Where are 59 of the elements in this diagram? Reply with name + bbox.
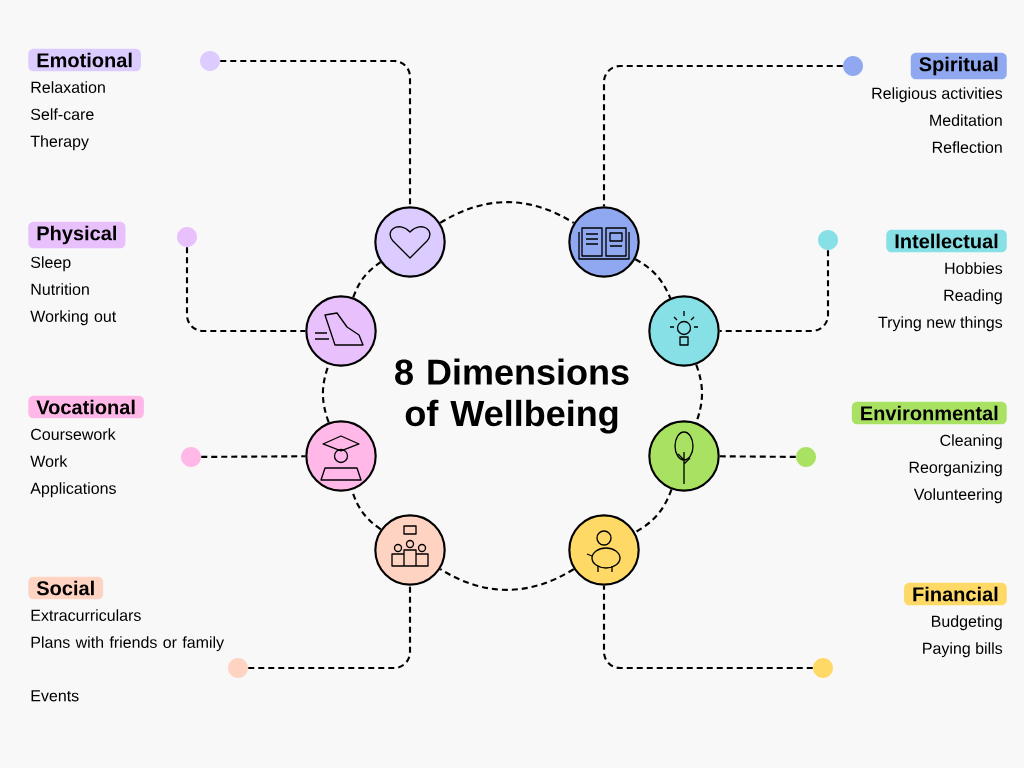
icon-circle (568, 206, 640, 278)
icon-circle (305, 420, 377, 492)
dot (843, 56, 863, 76)
list-item: Meditation (930, 114, 1002, 126)
dashed-connector (634, 489, 673, 534)
dashed-connector (719, 250, 830, 333)
dashed-connector (248, 585, 412, 670)
category-tag: Financial (904, 582, 1007, 606)
list-item: Trying new things (878, 316, 1003, 332)
list-item: Budgeting (932, 615, 1002, 631)
list-item: Nutrition (31, 283, 89, 295)
list-item: Working out (30, 310, 117, 326)
dot (813, 658, 833, 678)
dashed-connector (352, 261, 382, 298)
dot (796, 447, 816, 467)
icon-circle (374, 206, 446, 278)
list-item: Reorganizing (909, 461, 1002, 477)
list-item: Relaxation (31, 81, 105, 93)
list-item: Hobbies (945, 262, 1003, 274)
dot (200, 51, 220, 71)
dashed-connector (220, 59, 412, 207)
list-item: Volunteering (913, 488, 1002, 504)
dashed-connector (719, 455, 796, 458)
list-item: Coursework (31, 428, 116, 440)
list-item: Religious activities (872, 87, 1003, 103)
dashed-connector (602, 64, 843, 207)
category-tag: Spiritual (910, 52, 1007, 80)
dashed-connector (201, 455, 306, 458)
list-item: Plans with friends or family (31, 636, 225, 652)
dashed-connector (439, 201, 575, 224)
icon-circle (568, 514, 640, 586)
list-item: Reading (944, 289, 1002, 305)
category-tag: Physical (28, 221, 126, 249)
list-item: Work (30, 455, 68, 467)
dot (181, 447, 201, 467)
list-item: Paying bills (923, 642, 1003, 658)
category-tag: Emotional (28, 48, 141, 72)
list-item: Applications (30, 482, 116, 498)
dashed-connector (602, 585, 813, 670)
dashed-connector (185, 247, 306, 333)
list-item: Reflection (932, 141, 1002, 153)
category-tag: Vocational (28, 395, 144, 419)
title: 8 Dimensions of Wellbeing (395, 358, 629, 434)
dot (177, 227, 197, 247)
category-tag: Intellectual (886, 229, 1007, 253)
dot (818, 230, 838, 250)
icon-circle (648, 295, 720, 367)
list-item: Self-care (31, 108, 94, 120)
icon-circle (648, 420, 720, 492)
dashed-connector (634, 258, 672, 299)
icon-circle (305, 295, 377, 367)
icon-circle (374, 514, 446, 586)
list-item: Cleaning (940, 434, 1002, 450)
dashed-connector (439, 568, 575, 591)
list-item: Therapy (30, 135, 89, 151)
list-item: Extracurriculars (31, 609, 141, 621)
list-item: Sleep (31, 256, 71, 272)
dot (228, 658, 248, 678)
list-item: Events (31, 690, 79, 702)
